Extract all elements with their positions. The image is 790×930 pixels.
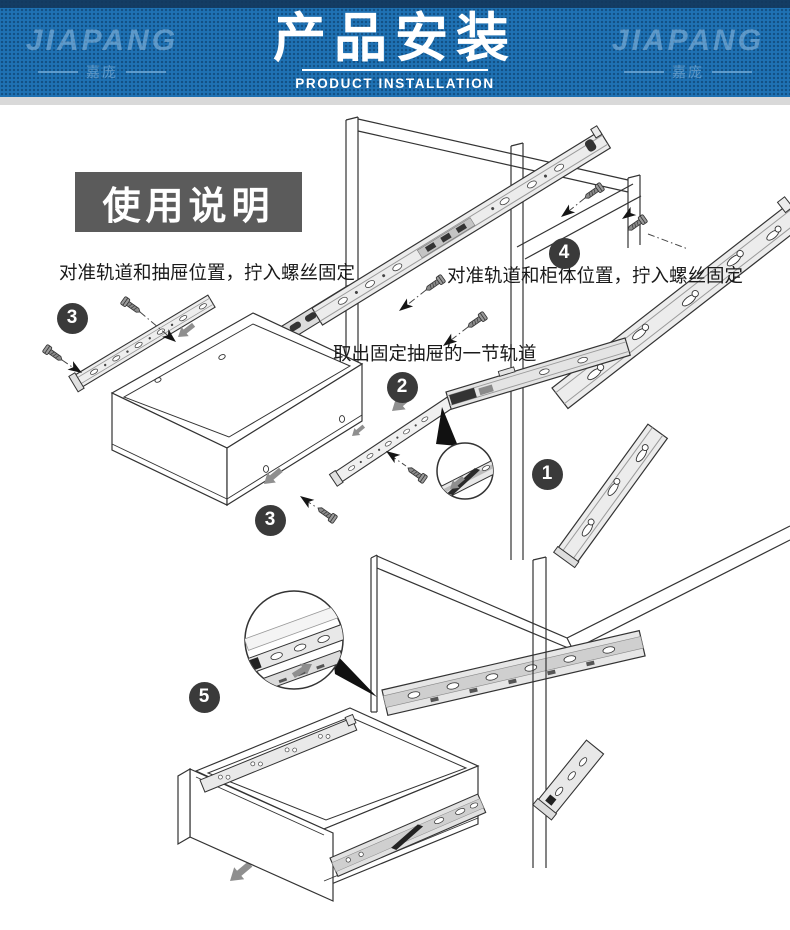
slide-rail-cabinet-interior [381,629,646,717]
slide-rail-cabinet-right [551,196,790,569]
caption-step3: 对准轨道和抽屉位置，拧入螺丝固定 [59,262,356,283]
step-badge-2: 2 [386,371,418,403]
banner-top-strip [0,0,790,8]
cabinet-frame [345,116,642,560]
zoom-detail-circle-top [436,407,494,500]
brand-logo-text: JIAPANG [25,24,179,57]
page-subtitle: PRODUCT INSTALLATION [295,76,495,92]
brand-cn-text: 嘉庞 [672,64,704,80]
brand-watermark-right: JIAPANG 嘉庞 [598,24,778,82]
caption-step2: 取出固定抽屉的一节轨道 [333,343,537,364]
title-underline [302,69,488,72]
drawer-box-top [110,312,364,507]
step-badge-4: 4 [548,237,580,269]
slide-rail-step2 [328,337,631,487]
slide-rail-end-piece [532,739,605,821]
step-badge-3b: 3 [254,504,286,536]
brand-dash [712,71,752,73]
zoom-detail-circle-bottom [244,590,377,697]
banner: JIAPANG 嘉庞 产品安装 PRODUCT INSTALLATION JIA… [0,0,790,97]
caption-step4: 对准轨道和柜体位置，拧入螺丝固定 [447,265,744,286]
slide-rail-drawer-side [329,793,487,878]
step-badge-3a: 3 [56,302,88,334]
slide-rail-drawer-far [199,713,358,793]
cabinet-bottom [370,525,790,713]
brand-watermark-left: JIAPANG 嘉庞 [12,24,192,82]
step-badge-5: 5 [188,681,220,713]
brand-logo-text: JIAPANG [611,24,765,57]
slide-rail-cabinet-left [272,125,612,347]
page-title: 产品安装 [273,9,517,68]
section-title-usage-instructions: 使用说明 [75,172,302,232]
brand-cn-text: 嘉庞 [86,64,118,80]
brand-cn-row: 嘉庞 [624,62,752,82]
cabinet-side-panel [532,556,547,868]
step-badge-1: 1 [531,458,563,490]
brand-dash [126,71,166,73]
brand-cn-row: 嘉庞 [38,62,166,82]
brand-dash [38,71,78,73]
banner-title-block: 产品安装 PRODUCT INSTALLATION [0,8,790,97]
banner-divider [0,97,790,105]
brand-dash [624,71,664,73]
slide-rail-drawer-strip [68,294,216,393]
